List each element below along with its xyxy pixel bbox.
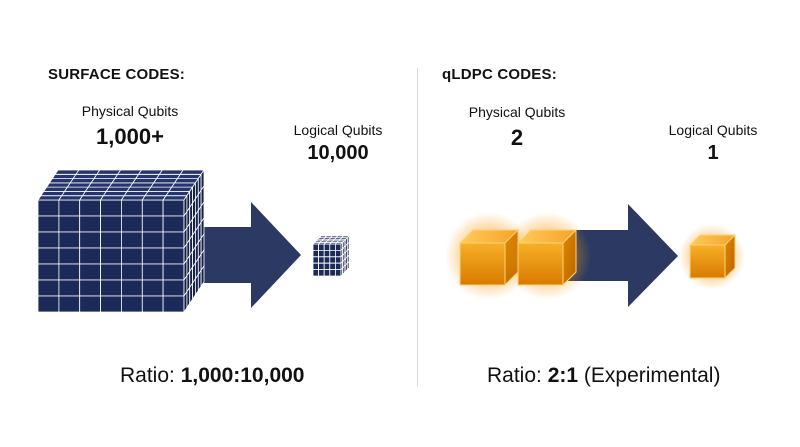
- surface-physical-label: Physical Qubits: [81, 103, 179, 119]
- qldpc-physical-qubit-cube-2: [503, 212, 591, 300]
- qldpc-ratio-value: 2:1: [547, 364, 579, 387]
- qldpc-physical-value: 2: [510, 125, 524, 150]
- surface-logical-value: 10,000: [307, 142, 369, 164]
- qldpc-logical-value: 1: [707, 142, 719, 164]
- panel-divider: [417, 68, 418, 386]
- surface-physical-value: 1,000+: [96, 124, 164, 149]
- qldpc-codes-title: qLDPC CODES:: [442, 66, 557, 83]
- qldpc-ratio: Ratio: 2:1 (Experimental): [487, 364, 720, 388]
- qldpc-ratio-note: (Experimental): [583, 364, 721, 387]
- surface-ratio-label: Ratio:: [120, 364, 175, 387]
- qldpc-arrow: [566, 204, 678, 307]
- qldpc-logical-label: Logical Qubits: [668, 122, 758, 138]
- qldpc-logical-qubit-cube: [679, 224, 745, 290]
- qldpc-physical-label: Physical Qubits: [468, 104, 566, 120]
- surface-logical-label: Logical Qubits: [293, 122, 383, 138]
- surface-logical-qubit-cube: [312, 235, 350, 277]
- surface-ratio-value: 1,000:10,000: [180, 364, 305, 387]
- surface-codes-title: SURFACE CODES:: [48, 66, 185, 83]
- qldpc-ratio-label: Ratio:: [487, 364, 542, 387]
- surface-ratio: Ratio: 1,000:10,000: [120, 364, 304, 388]
- surface-physical-qubit-cube: [37, 168, 205, 314]
